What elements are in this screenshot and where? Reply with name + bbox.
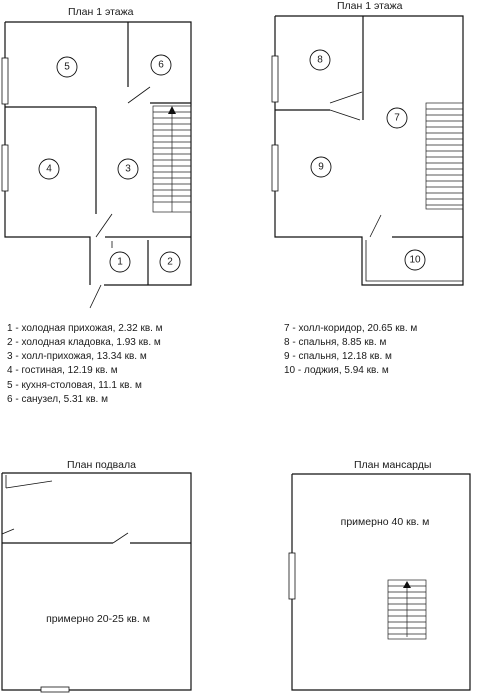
room-marker-3: 3 bbox=[117, 158, 139, 180]
attic-title: План мансарды bbox=[354, 459, 431, 471]
left-door-entry bbox=[89, 284, 102, 309]
basement-door-side bbox=[1, 528, 15, 535]
left-door-bath bbox=[127, 86, 151, 104]
svg-text:1: 1 bbox=[117, 257, 123, 268]
attic-window bbox=[288, 552, 296, 600]
attic-staircase bbox=[387, 579, 427, 640]
left-door-living bbox=[95, 213, 113, 238]
legend-item: 1 - холодная прихожая, 2.32 кв. м bbox=[7, 323, 163, 334]
svg-text:5: 5 bbox=[64, 62, 70, 73]
legend-item: 5 - кухня-столовая, 11.1 кв. м bbox=[7, 380, 142, 391]
basement-title: План подвала bbox=[67, 459, 136, 471]
room-marker-9: 9 bbox=[310, 156, 332, 178]
room-marker-1: 1 bbox=[109, 251, 131, 273]
room-marker-5: 5 bbox=[56, 56, 78, 78]
room-marker-8: 8 bbox=[309, 49, 331, 71]
attic-outer-wall bbox=[291, 473, 471, 691]
left-floor-plan: План 1 этажа bbox=[1, 6, 192, 405]
legend-item: 3 - холл-прихожая, 13.34 кв. м bbox=[7, 351, 147, 362]
legend-item: 4 - гостиная, 12.19 кв. м bbox=[7, 365, 118, 376]
right-floor-legend: 7 - холл-коридор, 20.65 кв. м 8 - спальн… bbox=[284, 323, 417, 376]
svg-text:4: 4 bbox=[46, 164, 52, 175]
legend-item: 2 - холодная кладовка, 1.93 кв. м bbox=[7, 337, 161, 348]
svg-text:8: 8 bbox=[317, 55, 323, 66]
right-staircase bbox=[425, 102, 464, 210]
right-stair-treads bbox=[426, 108, 463, 206]
right-door-bedroom-8 bbox=[329, 91, 363, 104]
right-door-loggia bbox=[369, 214, 382, 238]
room-marker-10: 10 bbox=[404, 249, 426, 271]
room-marker-7: 7 bbox=[386, 107, 408, 129]
basement-hatch bbox=[5, 475, 53, 489]
right-door-bedroom-9 bbox=[329, 109, 361, 121]
svg-text:6: 6 bbox=[158, 60, 164, 71]
left-floor-title: План 1 этажа bbox=[68, 6, 134, 18]
right-loggia-glazing bbox=[365, 240, 463, 282]
legend-item: 10 - лоджия, 5.94 кв. м bbox=[284, 365, 389, 376]
room-marker-6: 6 bbox=[150, 54, 172, 76]
legend-item: 6 - санузел, 5.31 кв. м bbox=[7, 394, 108, 405]
room-marker-4: 4 bbox=[38, 158, 60, 180]
right-floor-title: План 1 этажа bbox=[337, 0, 403, 12]
attic-plan: План мансарды примерно 40 кв. м bbox=[288, 459, 471, 691]
svg-text:7: 7 bbox=[394, 113, 400, 124]
legend-item: 7 - холл-коридор, 20.65 кв. м bbox=[284, 323, 417, 334]
left-window-kitchen bbox=[1, 57, 9, 105]
svg-text:2: 2 bbox=[167, 257, 173, 268]
basement-area-text: примерно 20-25 кв. м bbox=[46, 613, 150, 625]
left-stair-arrow-head bbox=[168, 106, 176, 114]
svg-text:9: 9 bbox=[318, 162, 324, 173]
svg-text:10: 10 bbox=[409, 255, 421, 266]
legend-item: 9 - спальня, 12.18 кв. м bbox=[284, 351, 392, 362]
right-outer-wall bbox=[274, 15, 464, 286]
right-window-bedroom-9 bbox=[271, 144, 279, 192]
left-staircase bbox=[152, 105, 192, 213]
attic-area-text: примерно 40 кв. м bbox=[341, 516, 430, 528]
right-window-bedroom-8 bbox=[271, 55, 279, 103]
svg-text:3: 3 bbox=[125, 164, 131, 175]
basement-door bbox=[112, 532, 129, 544]
basement-outer-wall bbox=[1, 472, 192, 691]
basement-plan: План подвала примерно 20-25 кв. м bbox=[1, 459, 192, 693]
attic-stair-arrow-head bbox=[403, 581, 411, 588]
basement-window bbox=[40, 686, 70, 693]
legend-item: 8 - спальня, 8.85 кв. м bbox=[284, 337, 386, 348]
left-floor-legend: 1 - холодная прихожая, 2.32 кв. м 2 - хо… bbox=[7, 323, 163, 405]
left-window-living bbox=[1, 144, 9, 192]
right-floor-plan: План 1 этажа bbox=[271, 0, 464, 376]
room-marker-2: 2 bbox=[159, 251, 181, 273]
